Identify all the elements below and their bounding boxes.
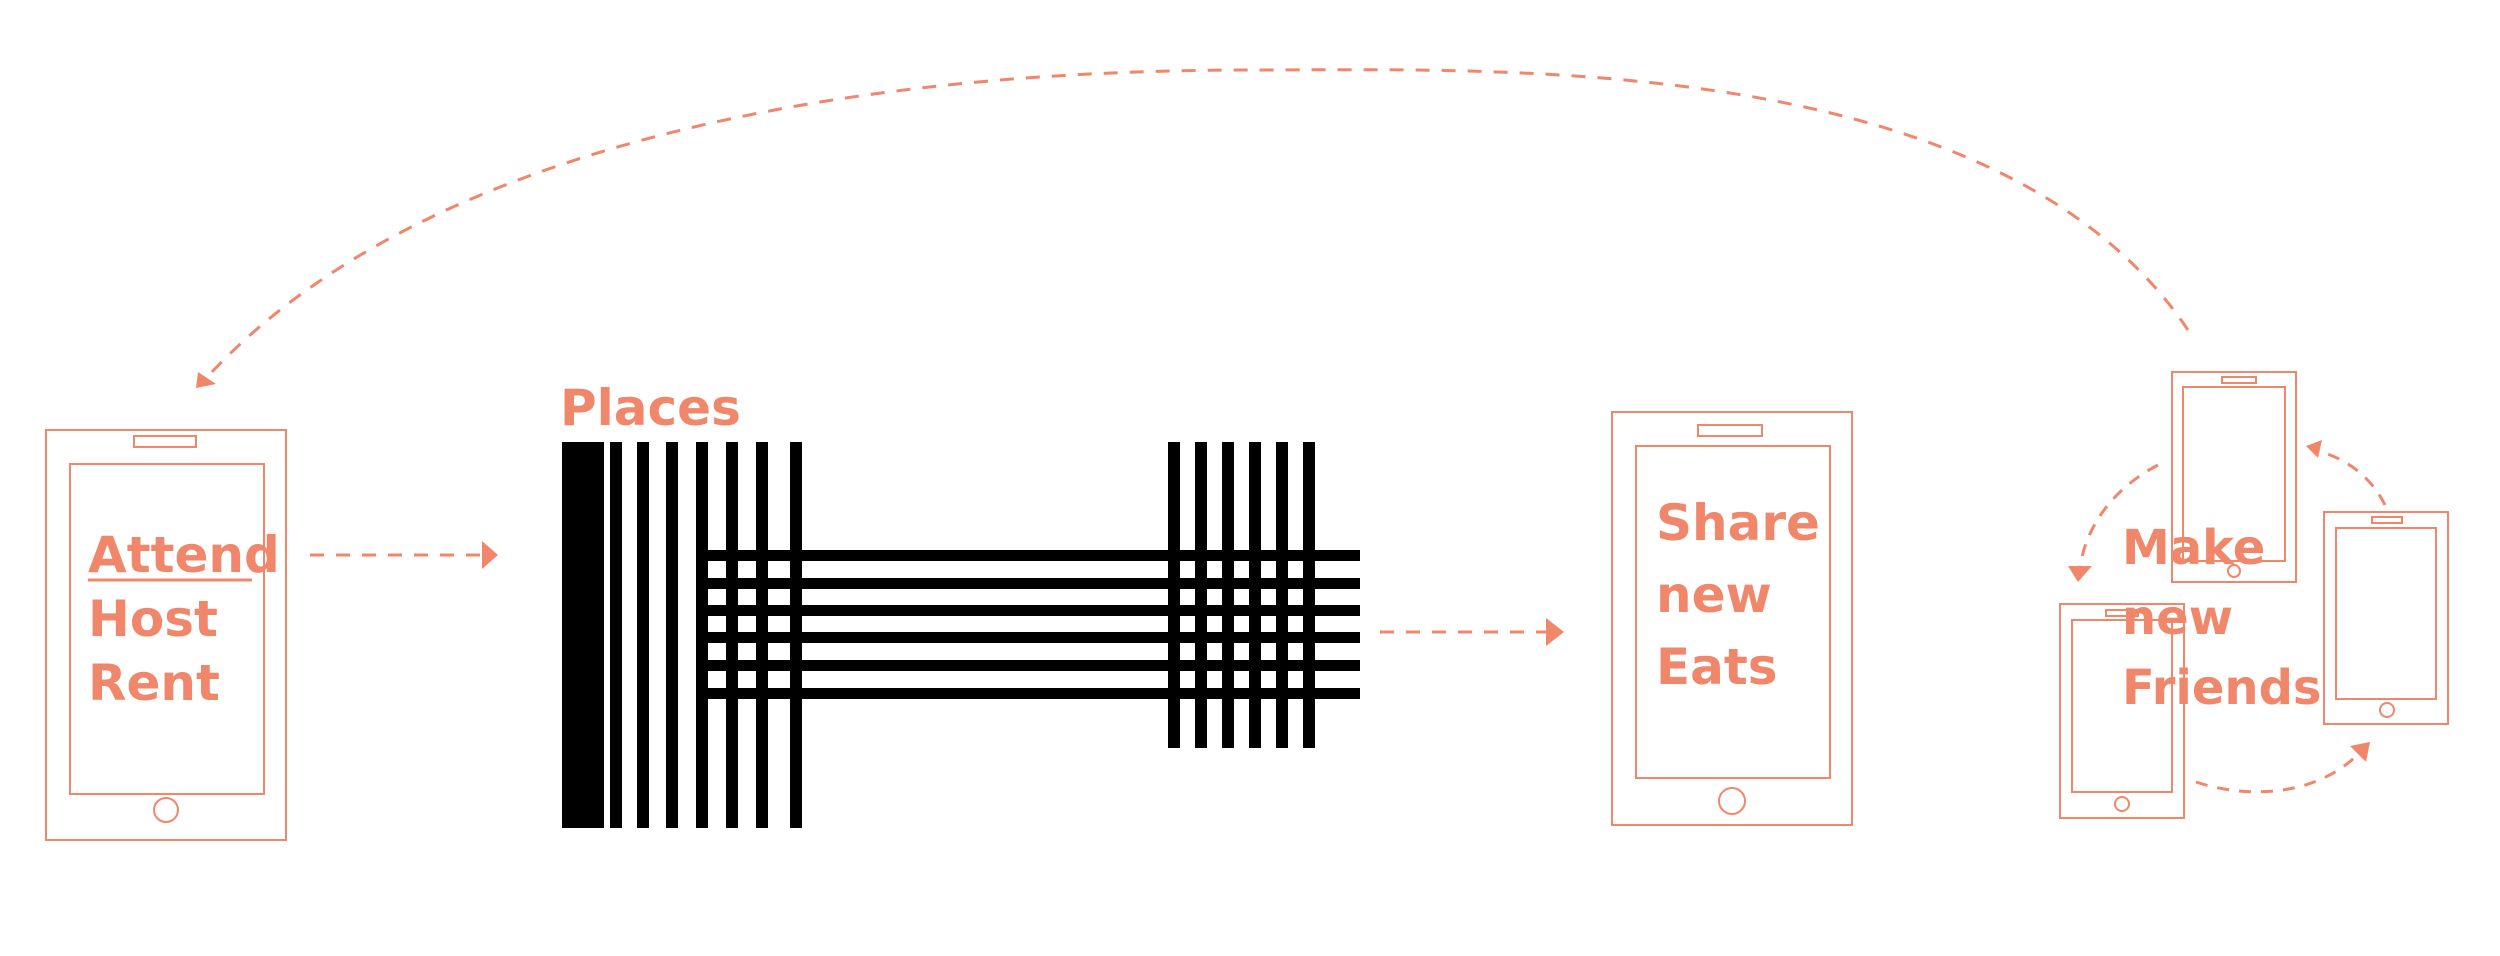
phone-cluster-right-icon — [2323, 511, 2449, 725]
places-title: Places — [560, 379, 741, 437]
phone-middle-line-share: Share — [1656, 494, 1820, 552]
arrow-to-places-head-icon — [482, 541, 498, 569]
cluster-arrow-top-right — [2314, 448, 2387, 506]
phone-cluster-left-icon — [2059, 603, 2185, 819]
places-grid-graphic — [562, 442, 1360, 828]
phone-left-line-rent: Rent — [88, 654, 220, 712]
phone-middle-line-eats: Eats — [1656, 638, 1778, 696]
phone-left-line-host: Host — [88, 590, 218, 648]
return-arc-arrowhead-icon — [196, 372, 216, 388]
cluster-arrow-left — [2078, 463, 2159, 569]
cluster-arrow-top-right-head-icon — [2306, 440, 2322, 458]
cluster-arrow-bottom — [2195, 750, 2362, 794]
phone-cluster-top-icon — [2171, 371, 2297, 583]
phone-middle-icon — [1611, 411, 1853, 826]
arrow-to-eats-head-icon — [1546, 618, 1564, 646]
cluster-arrow-left-head-icon — [2068, 566, 2092, 582]
phone-middle-line-new: new — [1656, 566, 1772, 624]
return-arc-arrow — [198, 68, 2190, 386]
phone-left-line-attend: Attend — [88, 526, 280, 584]
phone-left-icon — [45, 429, 287, 841]
phone-cluster-line-friends: Friends — [2122, 660, 2322, 716]
phone-cluster-line-make: Make — [2122, 520, 2265, 576]
cluster-arrow-bottom-head-icon — [2350, 742, 2370, 762]
phone-cluster-line-new: new — [2122, 590, 2233, 646]
